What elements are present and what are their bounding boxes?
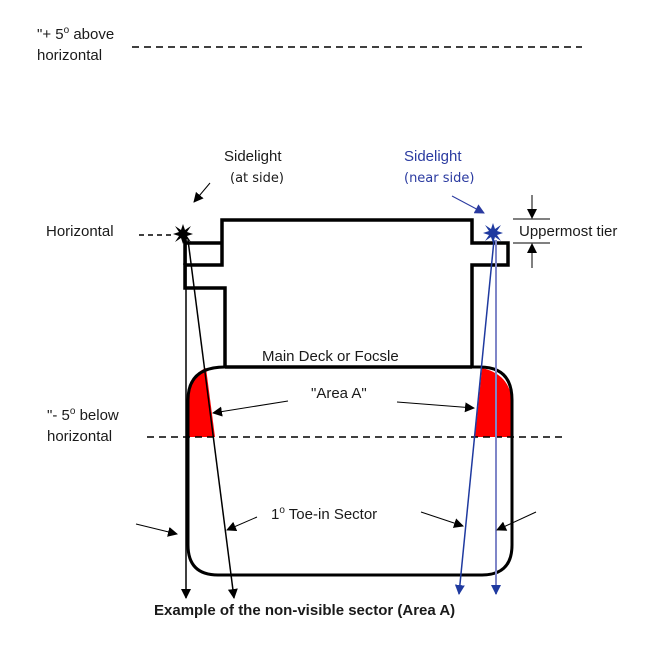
sidelight-right-icon [483,223,503,243]
toe-in-sector-label: 1o Toe-in Sector [271,500,377,525]
area-a-right-fill [475,368,512,437]
degree-symbol: o [63,25,70,36]
area-a-right-pointer [396,401,475,413]
sidelight-left-pointer [193,182,211,203]
area-a-left-pointer [212,400,289,417]
sidelight-right-title: Sidelight [404,148,462,165]
horizontal-label: Horizontal [46,223,114,240]
right-sector-toein-arrow [454,239,495,595]
sidelight-left-sub: (at side) [230,171,284,186]
toein-outer-left-pointer [135,523,178,537]
above-prefix: "+ 5 [37,26,64,43]
below-line2: horizontal [47,428,113,445]
above-suffix: above [69,26,115,43]
below-prefix: "- 5 [47,407,70,424]
degree-symbol: o [69,406,76,417]
sidelight-left-icon [173,224,193,244]
uppermost-tier-label: Uppermost tier [519,223,618,240]
superstructure-outline [183,218,510,367]
below-suffix: below [75,407,119,424]
degree-symbol: o [279,505,285,516]
above-line2: horizontal [37,47,103,64]
main-deck-label: Main Deck or Focsle [262,348,399,365]
sidelight-right-pointer [451,195,485,214]
toein-outer-right-pointer [496,511,537,531]
toe-in-prefix: 1 [271,506,280,523]
left-sector-toein-arrow [187,239,238,599]
diagram-caption: Example of the non-visible sector (Area … [154,602,456,619]
toein-inner-right-pointer [420,511,464,528]
sidelight-left-title: Sidelight [224,148,282,165]
toein-inner-left-pointer [226,516,258,532]
hull-outline [186,365,514,577]
area-a-left-fill [188,368,215,437]
above-horizontal-label: "+ 5o above horizontal [37,20,114,66]
toe-in-suffix: Toe-in Sector [284,506,378,523]
sidelight-right-sub: (near side) [404,171,475,186]
area-a-label: "Area A" [311,385,367,402]
below-horizontal-label: "- 5o below horizontal [47,401,119,447]
